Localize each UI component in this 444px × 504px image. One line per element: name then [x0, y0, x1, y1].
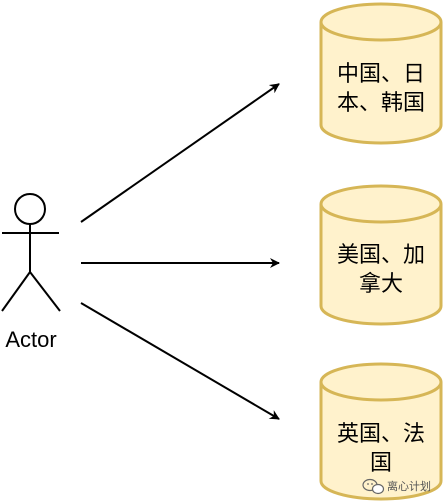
- arrow-to-db-top[interactable]: [80, 83, 280, 223]
- arrow-to-db-bottom[interactable]: [80, 302, 280, 420]
- database-1-line2: 本、韩国: [337, 91, 425, 116]
- database-3-line1: 英国、法: [337, 422, 425, 447]
- database-2-body: [319, 204, 443, 326]
- database-2-line1: 美国、加: [337, 243, 425, 268]
- database-3-body: [319, 382, 443, 501]
- database-3-line2: 国: [370, 451, 392, 476]
- actor-left-leg: [1, 271, 31, 312]
- database-2[interactable]: 美国、加 拿大: [319, 184, 443, 326]
- database-1-top: [319, 2, 443, 42]
- database-1-line1: 中国、日: [337, 62, 425, 87]
- database-3[interactable]: 英国、法 国: [319, 362, 443, 501]
- database-1-body: [319, 22, 443, 145]
- database-3-top: [319, 362, 443, 402]
- wechat-bubble-icon: [362, 478, 385, 495]
- watermark-text: 离心计划: [387, 479, 431, 493]
- database-2-line2: 拿大: [359, 271, 403, 297]
- database-1[interactable]: 中国、日 本、韩国: [319, 2, 443, 145]
- actor-right-leg: [29, 271, 61, 312]
- actor-label: Actor: [5, 327, 56, 352]
- actor-head: [14, 193, 46, 225]
- watermark: 离心计划: [362, 478, 431, 495]
- database-2-top: [319, 184, 443, 224]
- actor[interactable]: Actor: [1, 193, 61, 352]
